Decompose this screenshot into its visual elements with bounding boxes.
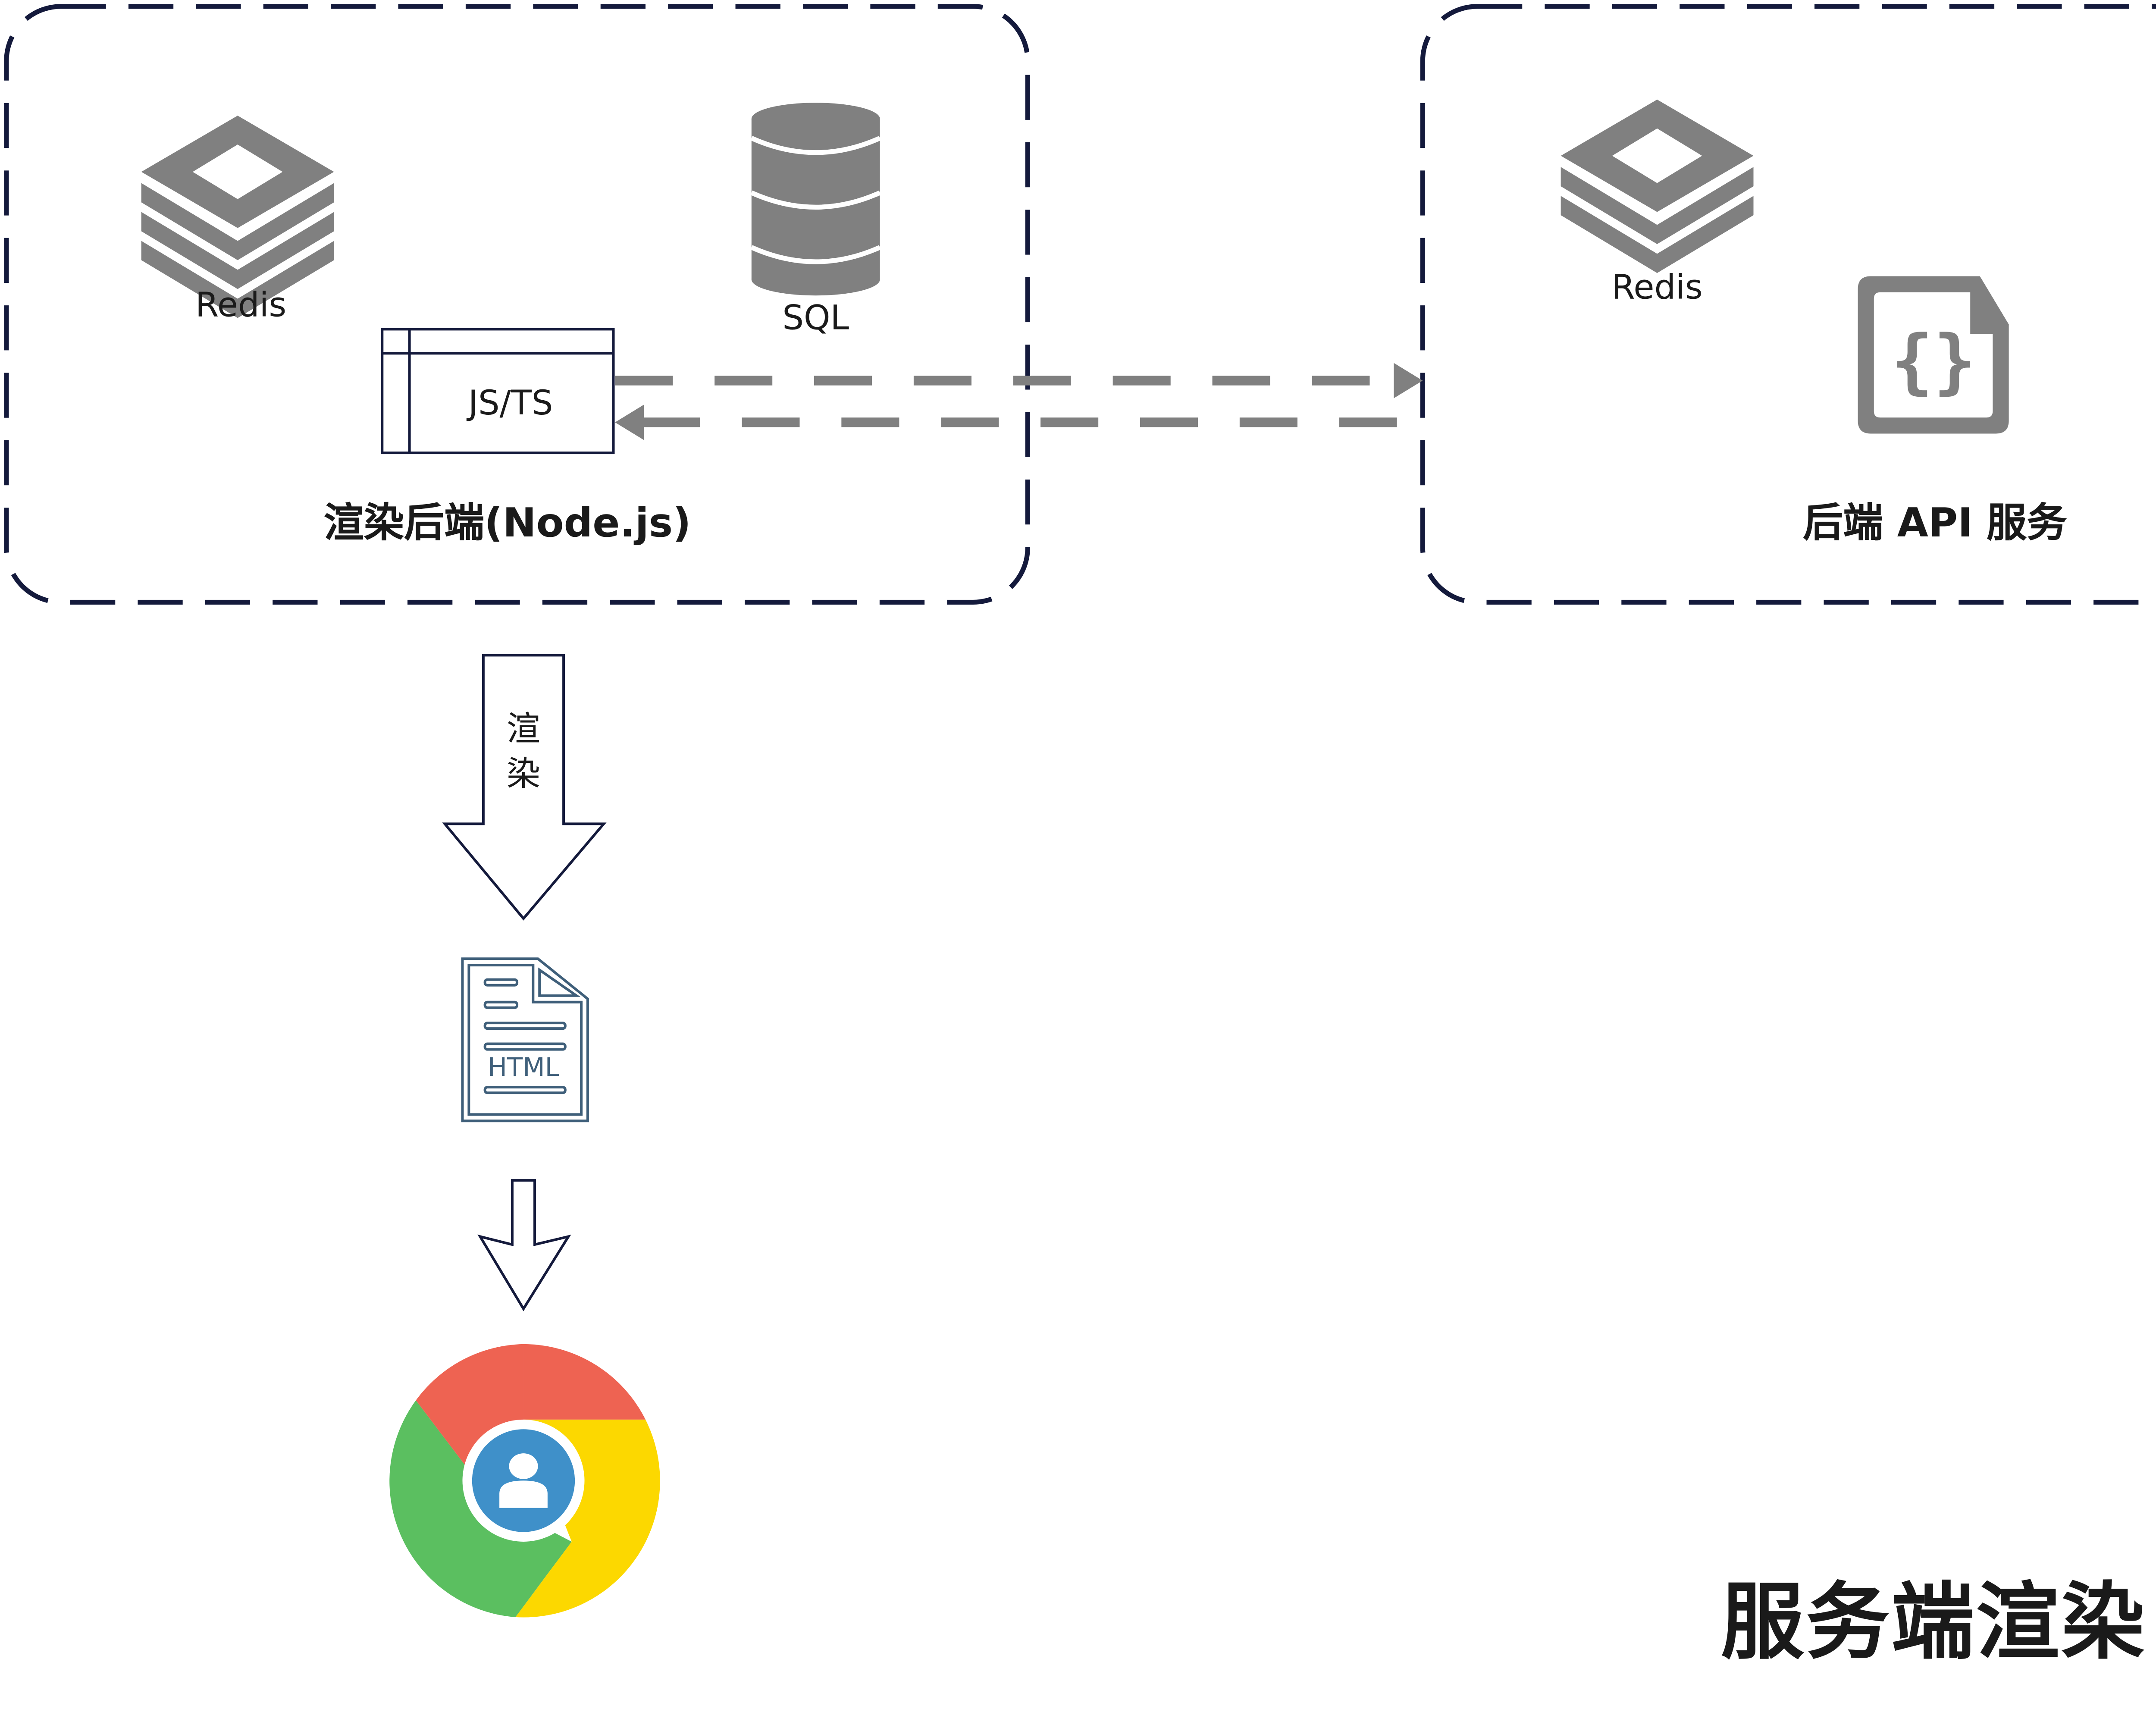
- browser-user-icon: [389, 1344, 660, 1618]
- render-server-group: [4, 4, 1030, 605]
- html-document-icon: [461, 957, 589, 1123]
- render-server-title: 渲染后端(Node.js): [323, 499, 691, 546]
- redis-icon: [1561, 99, 1754, 273]
- database-icon: [750, 103, 881, 296]
- response-arrow: [615, 405, 1423, 440]
- api-sql-label: SQL: [2152, 299, 2156, 337]
- svg-text:{}: {}: [1891, 320, 1976, 402]
- render-redis-label: Redis: [195, 285, 287, 325]
- diagram-title: 服务端渲染（SSR): [1720, 1575, 2156, 1672]
- render-arrow-label: 渲 染: [506, 709, 541, 793]
- code-window-icon: [381, 328, 615, 455]
- render-sql-label: SQL: [782, 298, 849, 338]
- request-arrow: [615, 363, 1423, 398]
- code-label: JS/TS: [468, 384, 553, 423]
- render-arrow: [442, 654, 607, 921]
- api-server-title: 后端 API 服务: [1803, 499, 2067, 546]
- api-redis-label: Redis: [1611, 268, 1703, 307]
- json-file-icon: {}: [1858, 276, 2009, 434]
- deliver-arrow: [477, 1179, 571, 1311]
- api-server-group: [1420, 4, 2156, 605]
- html-doc-label: HTML: [488, 1052, 559, 1082]
